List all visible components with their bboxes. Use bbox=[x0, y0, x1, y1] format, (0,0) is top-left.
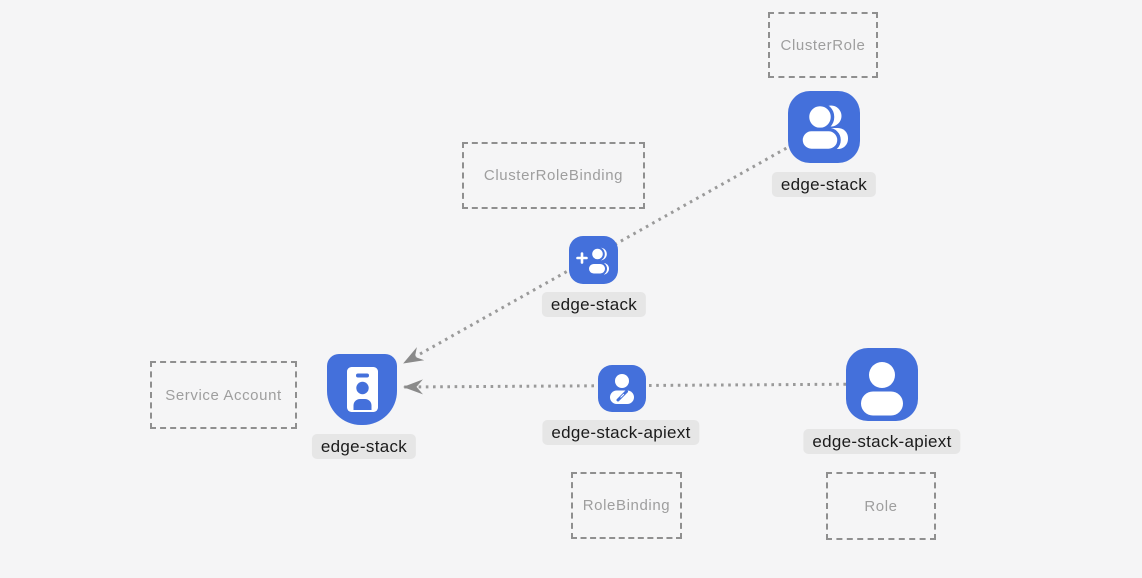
user-edit-icon[interactable] bbox=[598, 365, 646, 412]
node-label-clusterrole: edge-stack bbox=[771, 172, 877, 197]
type-box-clusterrolebinding: ClusterRoleBinding bbox=[462, 142, 645, 209]
node-label-role: edge-stack-apiext bbox=[803, 429, 961, 454]
edge-clusterrole-to-serviceaccount bbox=[403, 125, 825, 365]
type-box-clusterrole: ClusterRole bbox=[768, 12, 878, 78]
node-label-serviceaccount: edge-stack bbox=[311, 434, 417, 459]
user-plus-glyph bbox=[576, 246, 609, 276]
id-badge-icon[interactable] bbox=[327, 354, 397, 425]
type-box-serviceaccount: Service Account bbox=[150, 361, 297, 429]
node-label-clusterrolebinding: edge-stack bbox=[541, 292, 647, 317]
type-box-rolebinding-text: RoleBinding bbox=[582, 497, 671, 514]
user-edit-glyph bbox=[610, 374, 634, 404]
node-label-rolebinding: edge-stack-apiext bbox=[542, 420, 700, 445]
type-box-role: Role bbox=[826, 472, 936, 540]
users-icon[interactable] bbox=[788, 91, 860, 163]
type-box-serviceaccount-text: Service Account bbox=[165, 386, 282, 404]
id-badge-glyph bbox=[347, 367, 378, 412]
type-box-clusterrole-text: ClusterRole bbox=[780, 36, 866, 54]
user-icon[interactable] bbox=[846, 348, 918, 421]
user-glyph bbox=[861, 362, 903, 416]
user-plus-icon[interactable] bbox=[569, 236, 618, 284]
users-glyph bbox=[799, 102, 848, 153]
type-box-clusterrolebinding-text: ClusterRoleBinding bbox=[483, 167, 624, 184]
type-box-rolebinding: RoleBinding bbox=[571, 472, 682, 539]
type-box-role-text: Role bbox=[864, 497, 898, 515]
